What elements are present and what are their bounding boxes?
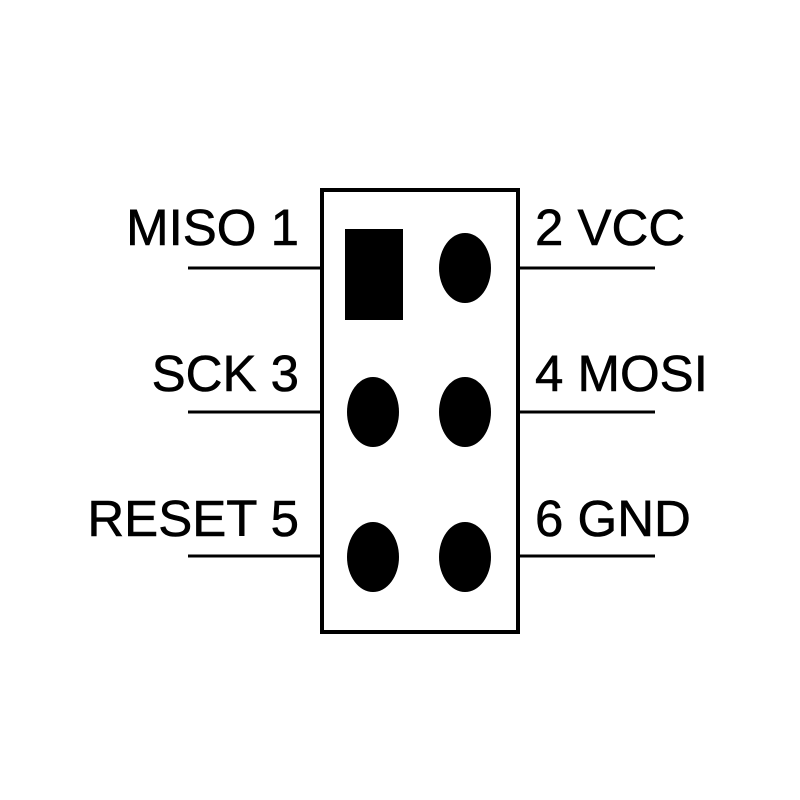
pin-3-pad — [347, 377, 399, 447]
pin-6-label: 6 GND — [535, 490, 691, 547]
pin-1-label: MISO 1 — [126, 199, 299, 256]
pin-4-pad — [439, 377, 491, 447]
pin-6-pad — [439, 522, 491, 592]
pin-2-label: 2 VCC — [535, 199, 685, 256]
pin-4-label: 4 MOSI — [535, 345, 708, 402]
pin-2-pad — [439, 233, 491, 303]
pin-5-pad — [347, 522, 399, 592]
pin-1-square-pad — [345, 229, 403, 320]
pin-5-label: RESET 5 — [87, 490, 299, 547]
pin-3-label: SCK 3 — [152, 345, 299, 402]
